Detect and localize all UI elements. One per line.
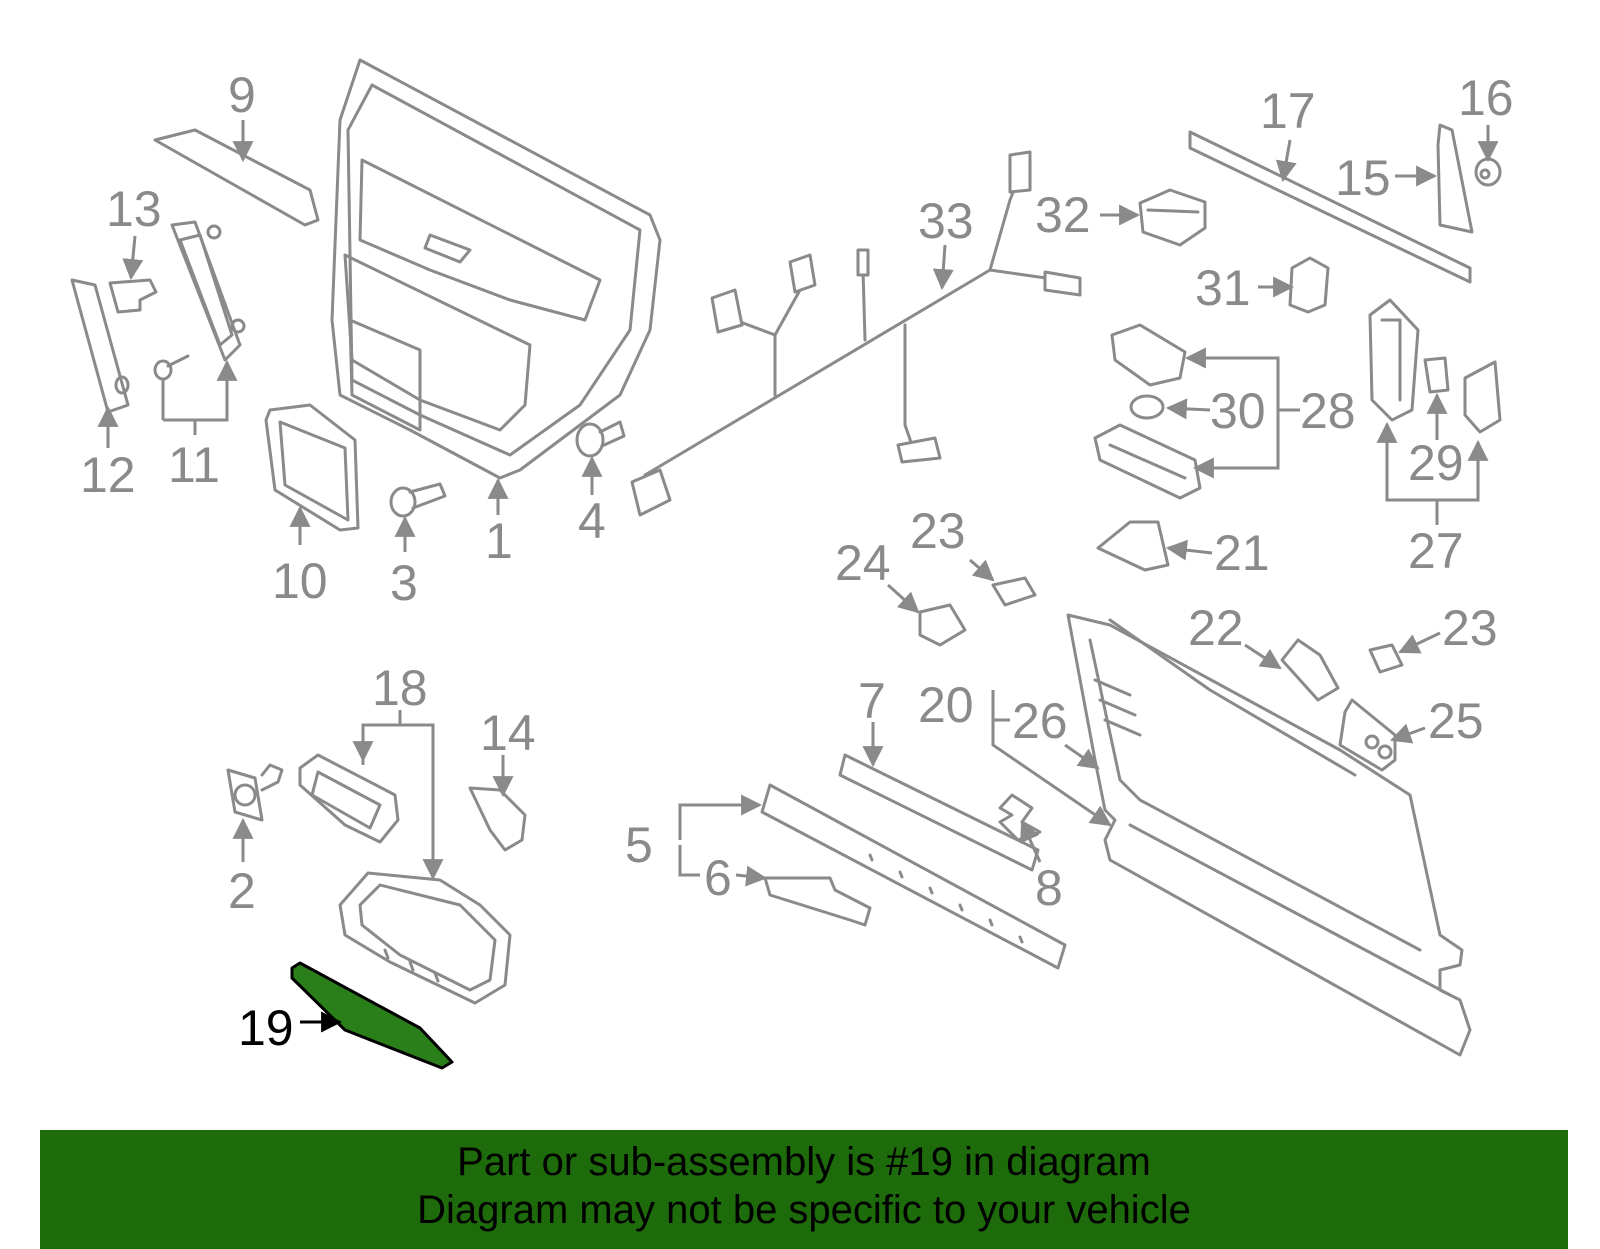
callout-14: 14 xyxy=(480,705,536,761)
callout-15: 15 xyxy=(1335,150,1391,206)
callout-13: 13 xyxy=(106,181,162,237)
callout-10: 10 xyxy=(272,553,328,609)
callout-27: 27 xyxy=(1408,523,1464,579)
leader-lines xyxy=(97,120,1499,887)
info-banner: Part or sub-assembly is #19 in diagram D… xyxy=(40,1130,1568,1249)
callout-numbers: 1 2 3 4 5 6 7 8 9 10 11 12 13 14 15 16 1… xyxy=(80,67,1514,1056)
part-15-trim xyxy=(1436,123,1474,234)
part-6-bracket xyxy=(763,876,872,927)
callout-17: 17 xyxy=(1260,83,1316,139)
callout-21: 21 xyxy=(1214,525,1270,581)
callout-33: 33 xyxy=(918,193,974,249)
part-12-trim xyxy=(70,278,130,414)
callout-2: 2 xyxy=(228,863,256,919)
part-2-clip xyxy=(226,763,284,822)
callout-5: 5 xyxy=(625,817,653,873)
banner-line-disclaimer: Diagram may not be specific to your vehi… xyxy=(417,1188,1191,1232)
callout-12: 12 xyxy=(80,447,136,503)
callout-8: 8 xyxy=(1035,860,1063,916)
callout-29: 29 xyxy=(1408,435,1464,491)
callout-22: 22 xyxy=(1188,600,1244,656)
callout-26: 26 xyxy=(1012,693,1068,749)
part-27-bracket-assembly xyxy=(1368,298,1502,434)
part-32-connector xyxy=(1138,188,1207,247)
part-13-clip xyxy=(108,278,158,314)
part-21-bracket xyxy=(1096,520,1170,572)
callout-6: 6 xyxy=(704,850,732,906)
callout-19: 19 xyxy=(238,1000,294,1056)
callout-24: 24 xyxy=(835,535,891,591)
part-10-cover xyxy=(264,403,360,532)
part-19-handle-trim xyxy=(290,961,454,1070)
callout-18: 18 xyxy=(372,660,428,716)
callout-28: 28 xyxy=(1300,383,1356,439)
callout-23-upper: 23 xyxy=(910,503,966,559)
part-28-switch-assembly xyxy=(1093,323,1202,500)
part-33-wiring-harness xyxy=(630,150,1082,517)
callout-1: 1 xyxy=(485,513,513,569)
callout-20: 20 xyxy=(918,677,974,733)
part-31-switch xyxy=(1288,256,1330,314)
callout-11: 11 xyxy=(168,437,220,493)
callout-23-right: 23 xyxy=(1442,600,1498,656)
part-18-handle-housing xyxy=(298,753,512,1005)
part-16-grommet xyxy=(1474,157,1502,187)
part-23-pad-upper xyxy=(991,576,1037,607)
callout-4: 4 xyxy=(578,493,606,549)
part-22-clip xyxy=(1280,638,1340,702)
callout-16: 16 xyxy=(1458,70,1514,126)
callout-9: 9 xyxy=(228,67,256,123)
part-11-bracket xyxy=(153,220,246,381)
callout-31: 31 xyxy=(1195,260,1251,316)
part-7-trim-strip xyxy=(838,753,1040,872)
part-23-pad-right xyxy=(1368,643,1404,674)
part-1-door-trim-panel xyxy=(330,58,662,480)
part-24-bracket xyxy=(918,603,967,647)
part-20-door-panel-lower xyxy=(1066,613,1472,1057)
part-3-screw xyxy=(389,482,447,518)
callout-30: 30 xyxy=(1210,383,1266,439)
callout-25: 25 xyxy=(1428,693,1484,749)
part-9-trim-strip xyxy=(153,128,320,227)
callout-32: 32 xyxy=(1035,187,1091,243)
banner-line-part: Part or sub-assembly is #19 in diagram xyxy=(457,1140,1151,1184)
part-17-molding xyxy=(1188,130,1472,284)
callout-7: 7 xyxy=(858,673,886,729)
parts-diagram: 1 2 3 4 5 6 7 8 9 10 11 12 13 14 15 16 1… xyxy=(70,58,1514,1070)
part-14-cap xyxy=(468,786,527,852)
part-5-sill-strip xyxy=(760,783,1067,970)
part-25-bracket xyxy=(1338,698,1397,772)
callout-3: 3 xyxy=(390,555,418,611)
part-4-clip xyxy=(575,420,626,458)
